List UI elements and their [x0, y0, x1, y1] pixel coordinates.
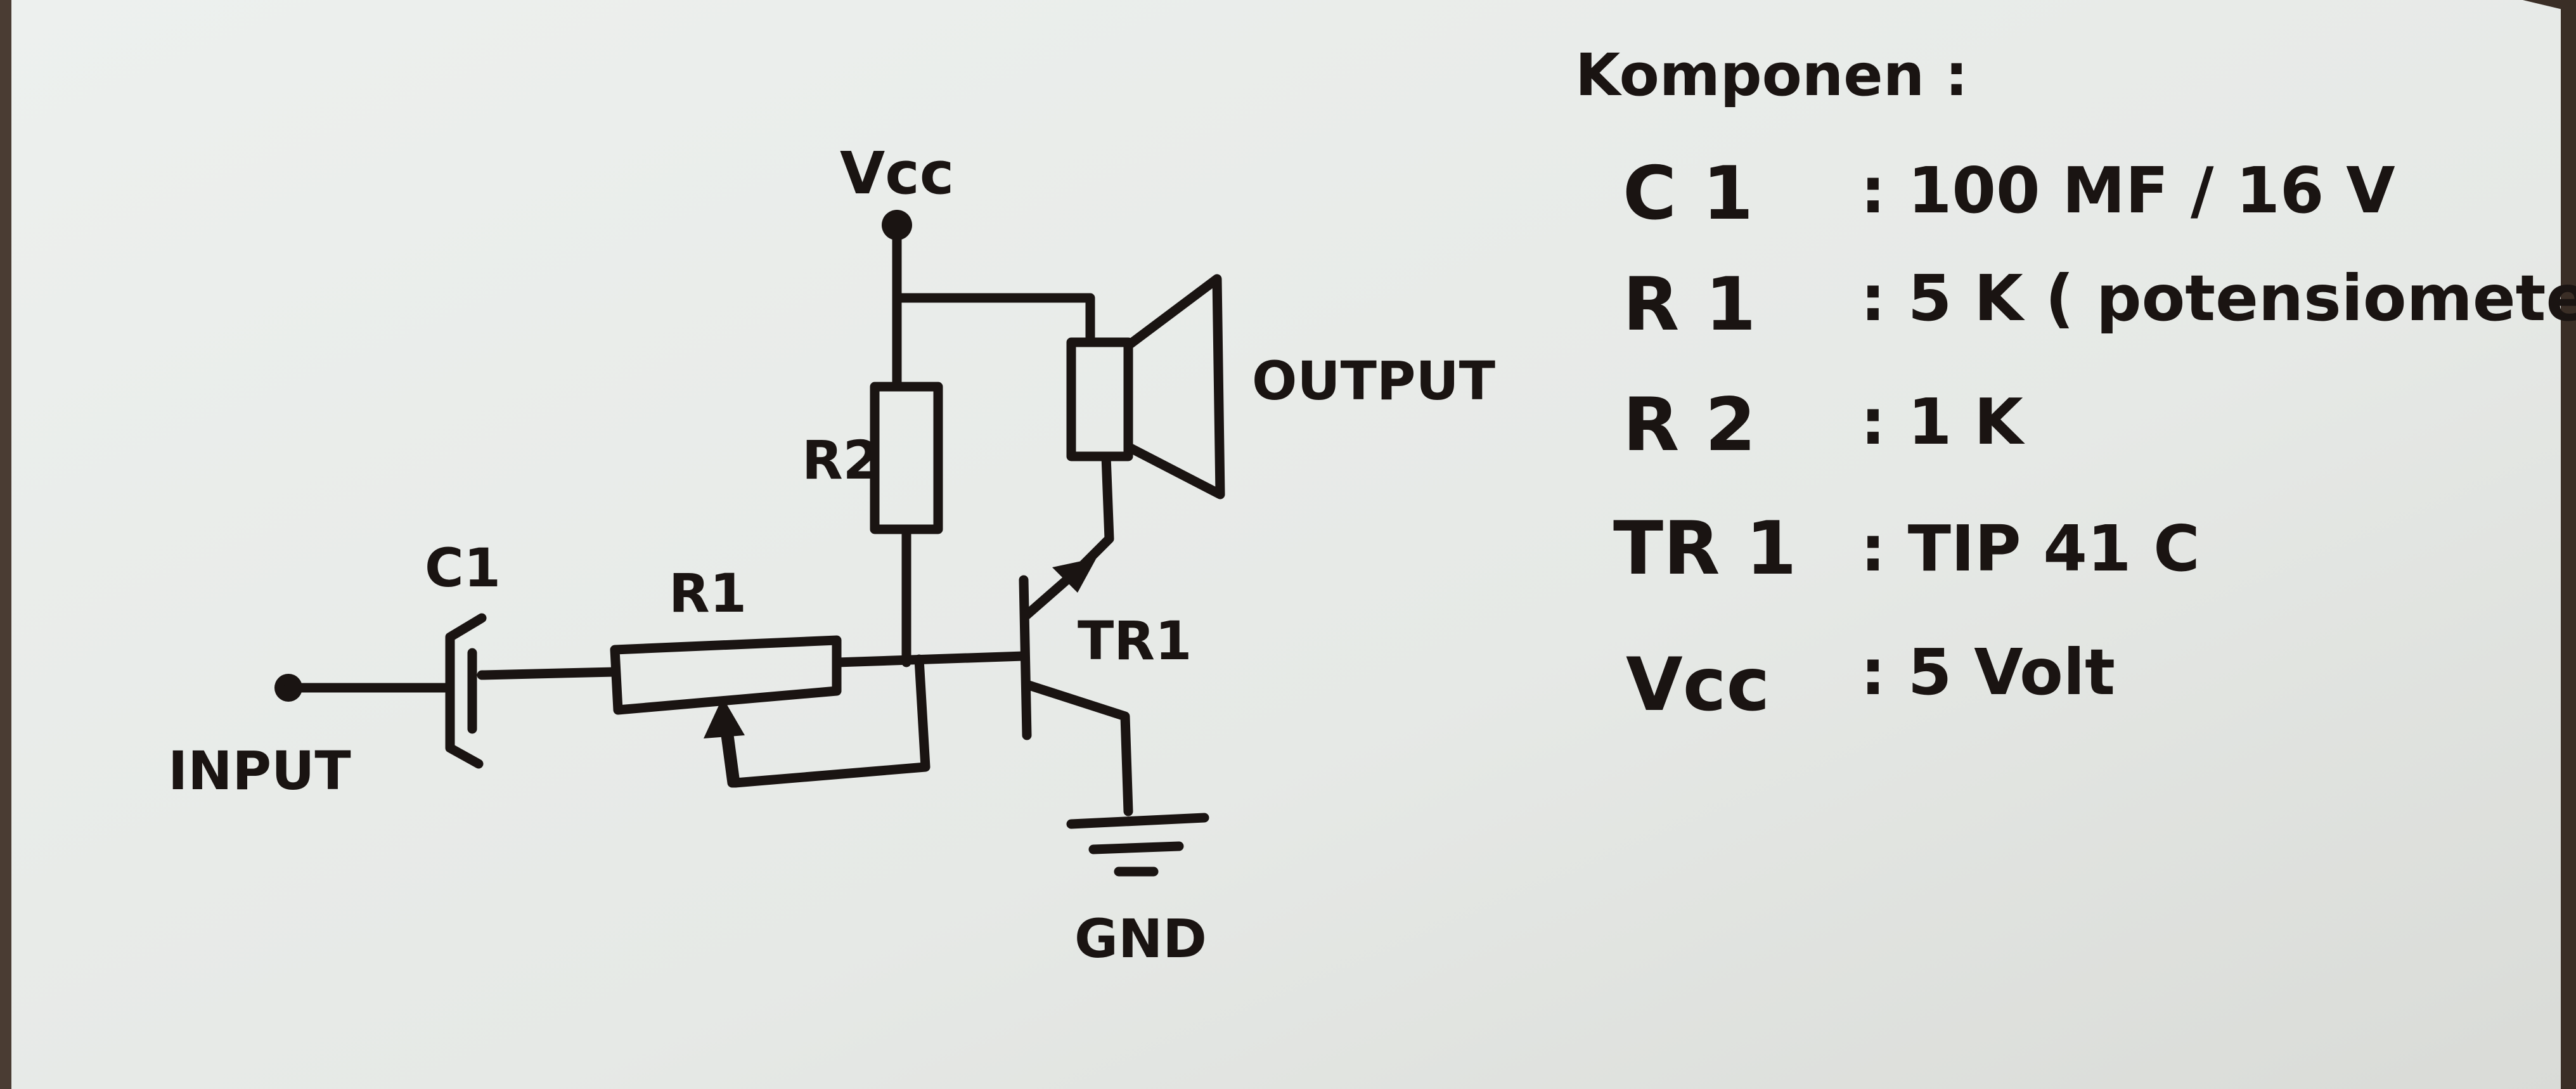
component-name-vcc: Vcc: [1626, 642, 1770, 728]
vcc-label: Vcc: [840, 139, 954, 207]
component-name-r1: R 1: [1623, 262, 1756, 347]
speaker-coil: [1066, 337, 1133, 461]
r1-potentiometer: [610, 635, 842, 715]
tr1-label: TR1: [1078, 610, 1192, 672]
output-label: OUTPUT: [1252, 350, 1495, 412]
r1-wiper-arrow: [704, 697, 745, 738]
gnd-line-2: [1088, 841, 1184, 854]
component-name-c1: C 1: [1623, 151, 1753, 236]
component-value-c1: : 100 MF / 16 V: [1860, 153, 2395, 228]
c1-to-r1-wire: [477, 667, 620, 680]
component-name-r2: R 2: [1623, 382, 1756, 468]
component-list-title: Komponen :: [1575, 41, 1968, 109]
tr1-arrow: [1052, 558, 1097, 593]
tr1-emitter-leg: [1022, 680, 1133, 816]
gnd-line-1: [1066, 813, 1209, 829]
vcc-to-speaker-wire: [892, 293, 1095, 347]
background-left-edge: [0, 0, 11, 1089]
vcc-terminal: [882, 210, 912, 240]
c1-label: C1: [425, 537, 501, 599]
component-list: Komponen : C 1 : 100 MF / 16 V R 1 : 5 K…: [1575, 41, 2576, 728]
speaker-cone: [1125, 274, 1225, 499]
component-value-r1: : 5 K ( potensiometer ): [1860, 261, 2576, 335]
component-value-vcc: : 5 Volt: [1860, 635, 2115, 709]
circuit-diagram: Vcc R2 OUTPUT TR1 GND INPUT: [168, 139, 1495, 970]
r1-wiper-loop: [724, 654, 931, 788]
component-value-tr1: : TIP 41 C: [1860, 512, 2200, 586]
component-value-r2: : 1 K: [1860, 385, 2025, 459]
c1-plate-curved: [445, 613, 487, 769]
input-label: INPUT: [168, 740, 351, 802]
gnd-label: GND: [1074, 908, 1207, 970]
background-right-edge: [2561, 0, 2576, 1089]
r2-label: R2: [802, 429, 880, 491]
component-name-tr1: TR 1: [1613, 506, 1797, 591]
r1-label: R1: [669, 562, 747, 624]
base-wire: [832, 651, 1029, 667]
